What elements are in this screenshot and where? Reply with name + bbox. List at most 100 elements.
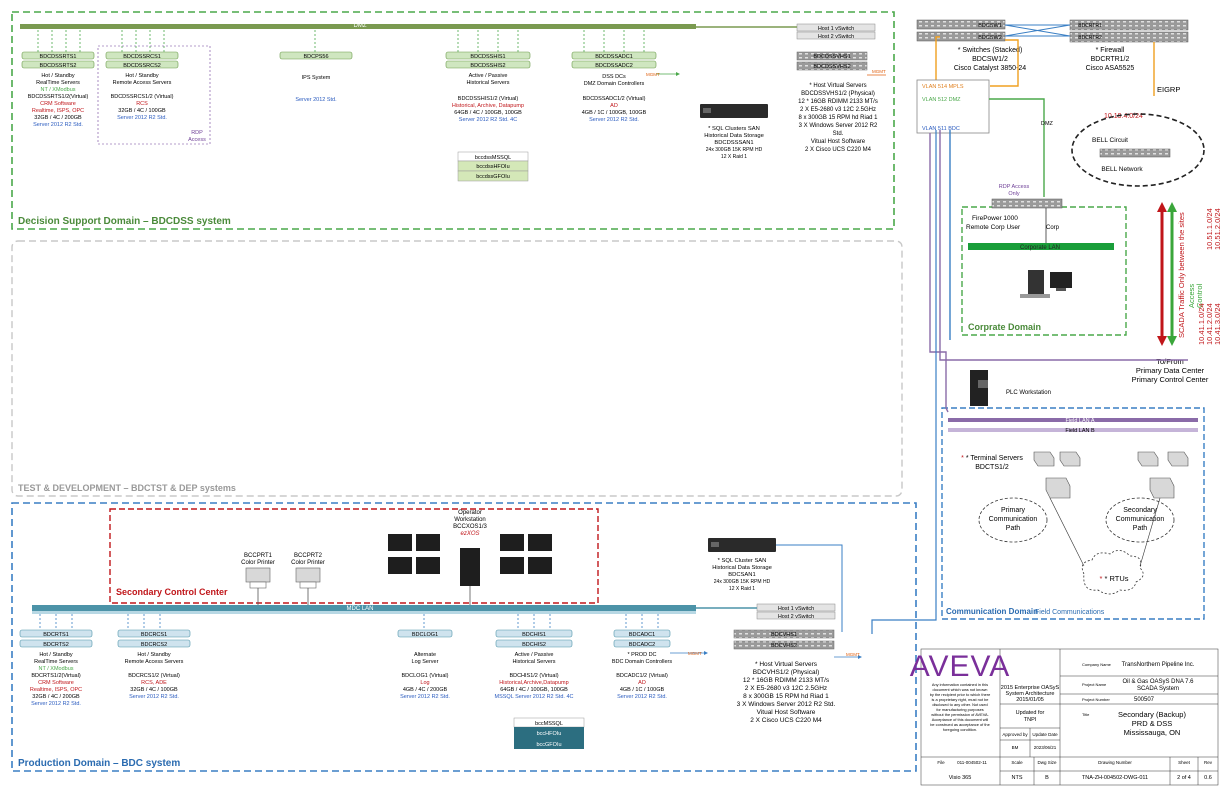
plc-label: PLC Workstation bbox=[1006, 390, 1051, 396]
svg-text:* Firewall: * Firewall bbox=[1096, 47, 1125, 54]
bdc-rcs2-label: BDCRCS2 bbox=[141, 642, 167, 648]
svg-text:Control: Control bbox=[1195, 283, 1204, 308]
plc-workstation-icon bbox=[970, 370, 988, 406]
aveva-logo: AVEVA bbox=[910, 650, 1011, 683]
bdc-db1-label: bccMSSQL bbox=[535, 721, 563, 727]
bdc-adc1-label: BDCADC1 bbox=[629, 632, 655, 638]
svg-text:Server 2012 R2 Std.: Server 2012 R2 Std. bbox=[117, 115, 167, 121]
terminal-servers-label: * * Terminal Servers BDCTS1/2 bbox=[961, 455, 1023, 471]
svg-text:32GB / 4C / 100GB: 32GB / 4C / 100GB bbox=[118, 108, 166, 114]
svg-text:Log: Log bbox=[420, 680, 429, 686]
bdc-rcs-desc: Hot / Standby Remote Access Servers BDCR… bbox=[125, 652, 184, 700]
comm-domain-sub: Field Communications bbox=[1035, 609, 1105, 616]
svg-text:RDP: RDP bbox=[191, 130, 203, 136]
svg-text:3 X Windows Server 2012 R2 Std: 3 X Windows Server 2012 R2 Std. bbox=[737, 701, 836, 708]
svg-text:BDCDSSRCS1/2 (Virtual): BDCDSSRCS1/2 (Virtual) bbox=[111, 94, 174, 100]
vlan-to-comm-links bbox=[871, 130, 1188, 634]
dss-san-desc: * SQL Clusters SAN Historical Data Stora… bbox=[704, 126, 764, 160]
svg-text:Access: Access bbox=[188, 137, 206, 143]
bdc-log1-label: BDCLOG1 bbox=[412, 632, 438, 638]
svg-text:BCCPRT2: BCCPRT2 bbox=[294, 553, 323, 559]
svg-text:24x 300GB 15K RPM HD: 24x 300GB 15K RPM HD bbox=[714, 579, 771, 585]
svg-text:BDC Domain Controllers: BDC Domain Controllers bbox=[612, 659, 672, 665]
bdc-connectors bbox=[39, 614, 659, 630]
svg-text:BDCLOG1 (Virtual): BDCLOG1 (Virtual) bbox=[402, 673, 449, 679]
svg-text:2015/01/05: 2015/01/05 bbox=[1016, 697, 1044, 703]
mdc-lan-label: MDC LAN bbox=[346, 606, 373, 612]
svg-text:document which was not known: document which was not known bbox=[933, 687, 988, 692]
svg-text:Sheet: Sheet bbox=[1178, 760, 1191, 765]
svg-text:Color Printer: Color Printer bbox=[291, 560, 325, 566]
svg-text:BM: BM bbox=[1012, 745, 1019, 750]
eigrp-label: EIGRP bbox=[1157, 85, 1180, 94]
svg-text:4GB / 1C / 100GB: 4GB / 1C / 100GB bbox=[620, 687, 665, 693]
dss-rcs1-label: BDCDSSRCS1 bbox=[123, 54, 161, 60]
dss-vhs2-server bbox=[796, 61, 868, 71]
dmz-bar bbox=[20, 24, 696, 29]
svg-text:Std.: Std. bbox=[833, 131, 844, 137]
company-values: TransNorthern Pipeline Inc. Oil & Gas OA… bbox=[1118, 662, 1195, 737]
svg-text:Mississauga, ON: Mississauga, ON bbox=[1124, 728, 1181, 737]
san-to-vhs-link bbox=[776, 544, 843, 632]
svg-text:Approved by: Approved by bbox=[1002, 732, 1028, 737]
bdc-host2-label: Host 2 vSwitch bbox=[778, 614, 814, 620]
bdc-vhs2-server bbox=[733, 640, 835, 650]
svg-text:Any information contained in t: Any information contained in this bbox=[932, 682, 988, 687]
svg-text:Historical Servers: Historical Servers bbox=[466, 80, 509, 86]
svg-text:Dwg Size: Dwg Size bbox=[1037, 760, 1057, 765]
svg-text:Historical, Archive, Datapump: Historical, Archive, Datapump bbox=[452, 103, 524, 109]
rtus-cloud bbox=[1081, 550, 1144, 595]
svg-text:4GB / 4C / 200GB: 4GB / 4C / 200GB bbox=[403, 687, 448, 693]
firewall-desc: * Firewall BDCRTR1/2 Cisco ASA5525 bbox=[1086, 47, 1135, 72]
bdc-vhs-mgmt-label: MGMT bbox=[846, 652, 860, 657]
svg-text:10.51.1.0/24: 10.51.1.0/24 bbox=[1205, 208, 1214, 250]
dss-rcs1-server bbox=[105, 51, 179, 60]
printer2-icon bbox=[295, 567, 321, 589]
dss-db2-label: bccdssHFOIu bbox=[476, 164, 509, 170]
svg-text:2 X E5-2680 v3 12C 2.5GHz: 2 X E5-2680 v3 12C 2.5GHz bbox=[800, 107, 876, 113]
disclaimer: Any information contained in thisdocumen… bbox=[930, 682, 991, 732]
svg-text:Server 2012 R2 Std.: Server 2012 R2 Std. bbox=[589, 117, 639, 123]
svg-text:Vitual Host Software: Vitual Host Software bbox=[811, 139, 866, 145]
svg-text:Color Printer: Color Printer bbox=[241, 560, 275, 566]
dss-db1-label: bccdssMSSQL bbox=[475, 155, 511, 161]
svg-text:BDCVHS1/2 (Physical): BDCVHS1/2 (Physical) bbox=[753, 669, 819, 676]
scada-labels: SCADA Traffic Only between the sites Acc… bbox=[1177, 208, 1222, 345]
dmz-host2-label: Host 2 vSwitch bbox=[818, 34, 854, 40]
svg-text:011-004502-11: 011-004502-11 bbox=[957, 760, 987, 765]
svg-text:SCADA System: SCADA System bbox=[1137, 686, 1179, 692]
firepower-device bbox=[991, 198, 1063, 209]
bdc-vhs1-server bbox=[733, 629, 835, 639]
svg-text:Primary: Primary bbox=[1001, 507, 1026, 514]
svg-text:TNPI: TNPI bbox=[1024, 717, 1037, 723]
svg-text:12 X Raid 1: 12 X Raid 1 bbox=[721, 154, 747, 160]
svg-text:10.51.2.0/24: 10.51.2.0/24 bbox=[1213, 208, 1222, 250]
footer-info: File 011-004502-11 Visio 365 Scale NTS D… bbox=[937, 760, 1212, 781]
svg-text:FirePower 1000: FirePower 1000 bbox=[972, 215, 1018, 222]
dss-rts-desc: Hot / Standby RealTime Servers NT / XMod… bbox=[28, 73, 89, 128]
primary-comm-path bbox=[978, 497, 1048, 543]
svg-text:BDCDSSHIS1/2 (Virtual): BDCDSSHIS1/2 (Virtual) bbox=[458, 96, 519, 102]
svg-text:Workstation: Workstation bbox=[454, 517, 486, 523]
svg-text:Drawing Number: Drawing Number bbox=[1098, 760, 1132, 765]
svg-text:Server 2012 R2 Std.: Server 2012 R2 Std. bbox=[400, 694, 450, 700]
tst-domain-title: TEST & DEVELOPMENT – BDCTST & DEP system… bbox=[18, 483, 236, 493]
svg-text:BDCRTR1/2: BDCRTR1/2 bbox=[1091, 56, 1130, 63]
bdc-adc-desc: * PROD DC BDC Domain Controllers BDCADC1… bbox=[612, 652, 672, 700]
dss-his1-server bbox=[445, 51, 531, 60]
svg-text:3 X Windows Server 2012 R2: 3 X Windows Server 2012 R2 bbox=[799, 123, 878, 129]
bdc-vhs-desc: * Host Virtual Servers BDCVHS1/2 (Physic… bbox=[737, 661, 836, 724]
bdc-his1-server bbox=[495, 629, 573, 638]
bdc-domain-title: Production Domain – BDC system bbox=[18, 758, 180, 769]
scc-title: Secondary Control Center bbox=[116, 587, 228, 597]
svg-text:AD: AD bbox=[610, 103, 618, 109]
svg-text:32GB / 4C / 200GB: 32GB / 4C / 200GB bbox=[32, 694, 80, 700]
svg-text:Secondary: Secondary bbox=[1123, 507, 1157, 514]
dss-db3 bbox=[457, 170, 529, 182]
svg-text:Communication: Communication bbox=[989, 516, 1038, 523]
svg-text:Server 2012 R2 Std. 4C: Server 2012 R2 Std. 4C bbox=[459, 117, 517, 123]
svg-text:Primary Data Center: Primary Data Center bbox=[1136, 366, 1205, 375]
svg-text:BDCDSSRTS1/2(Virtual): BDCDSSRTS1/2(Virtual) bbox=[28, 94, 89, 100]
